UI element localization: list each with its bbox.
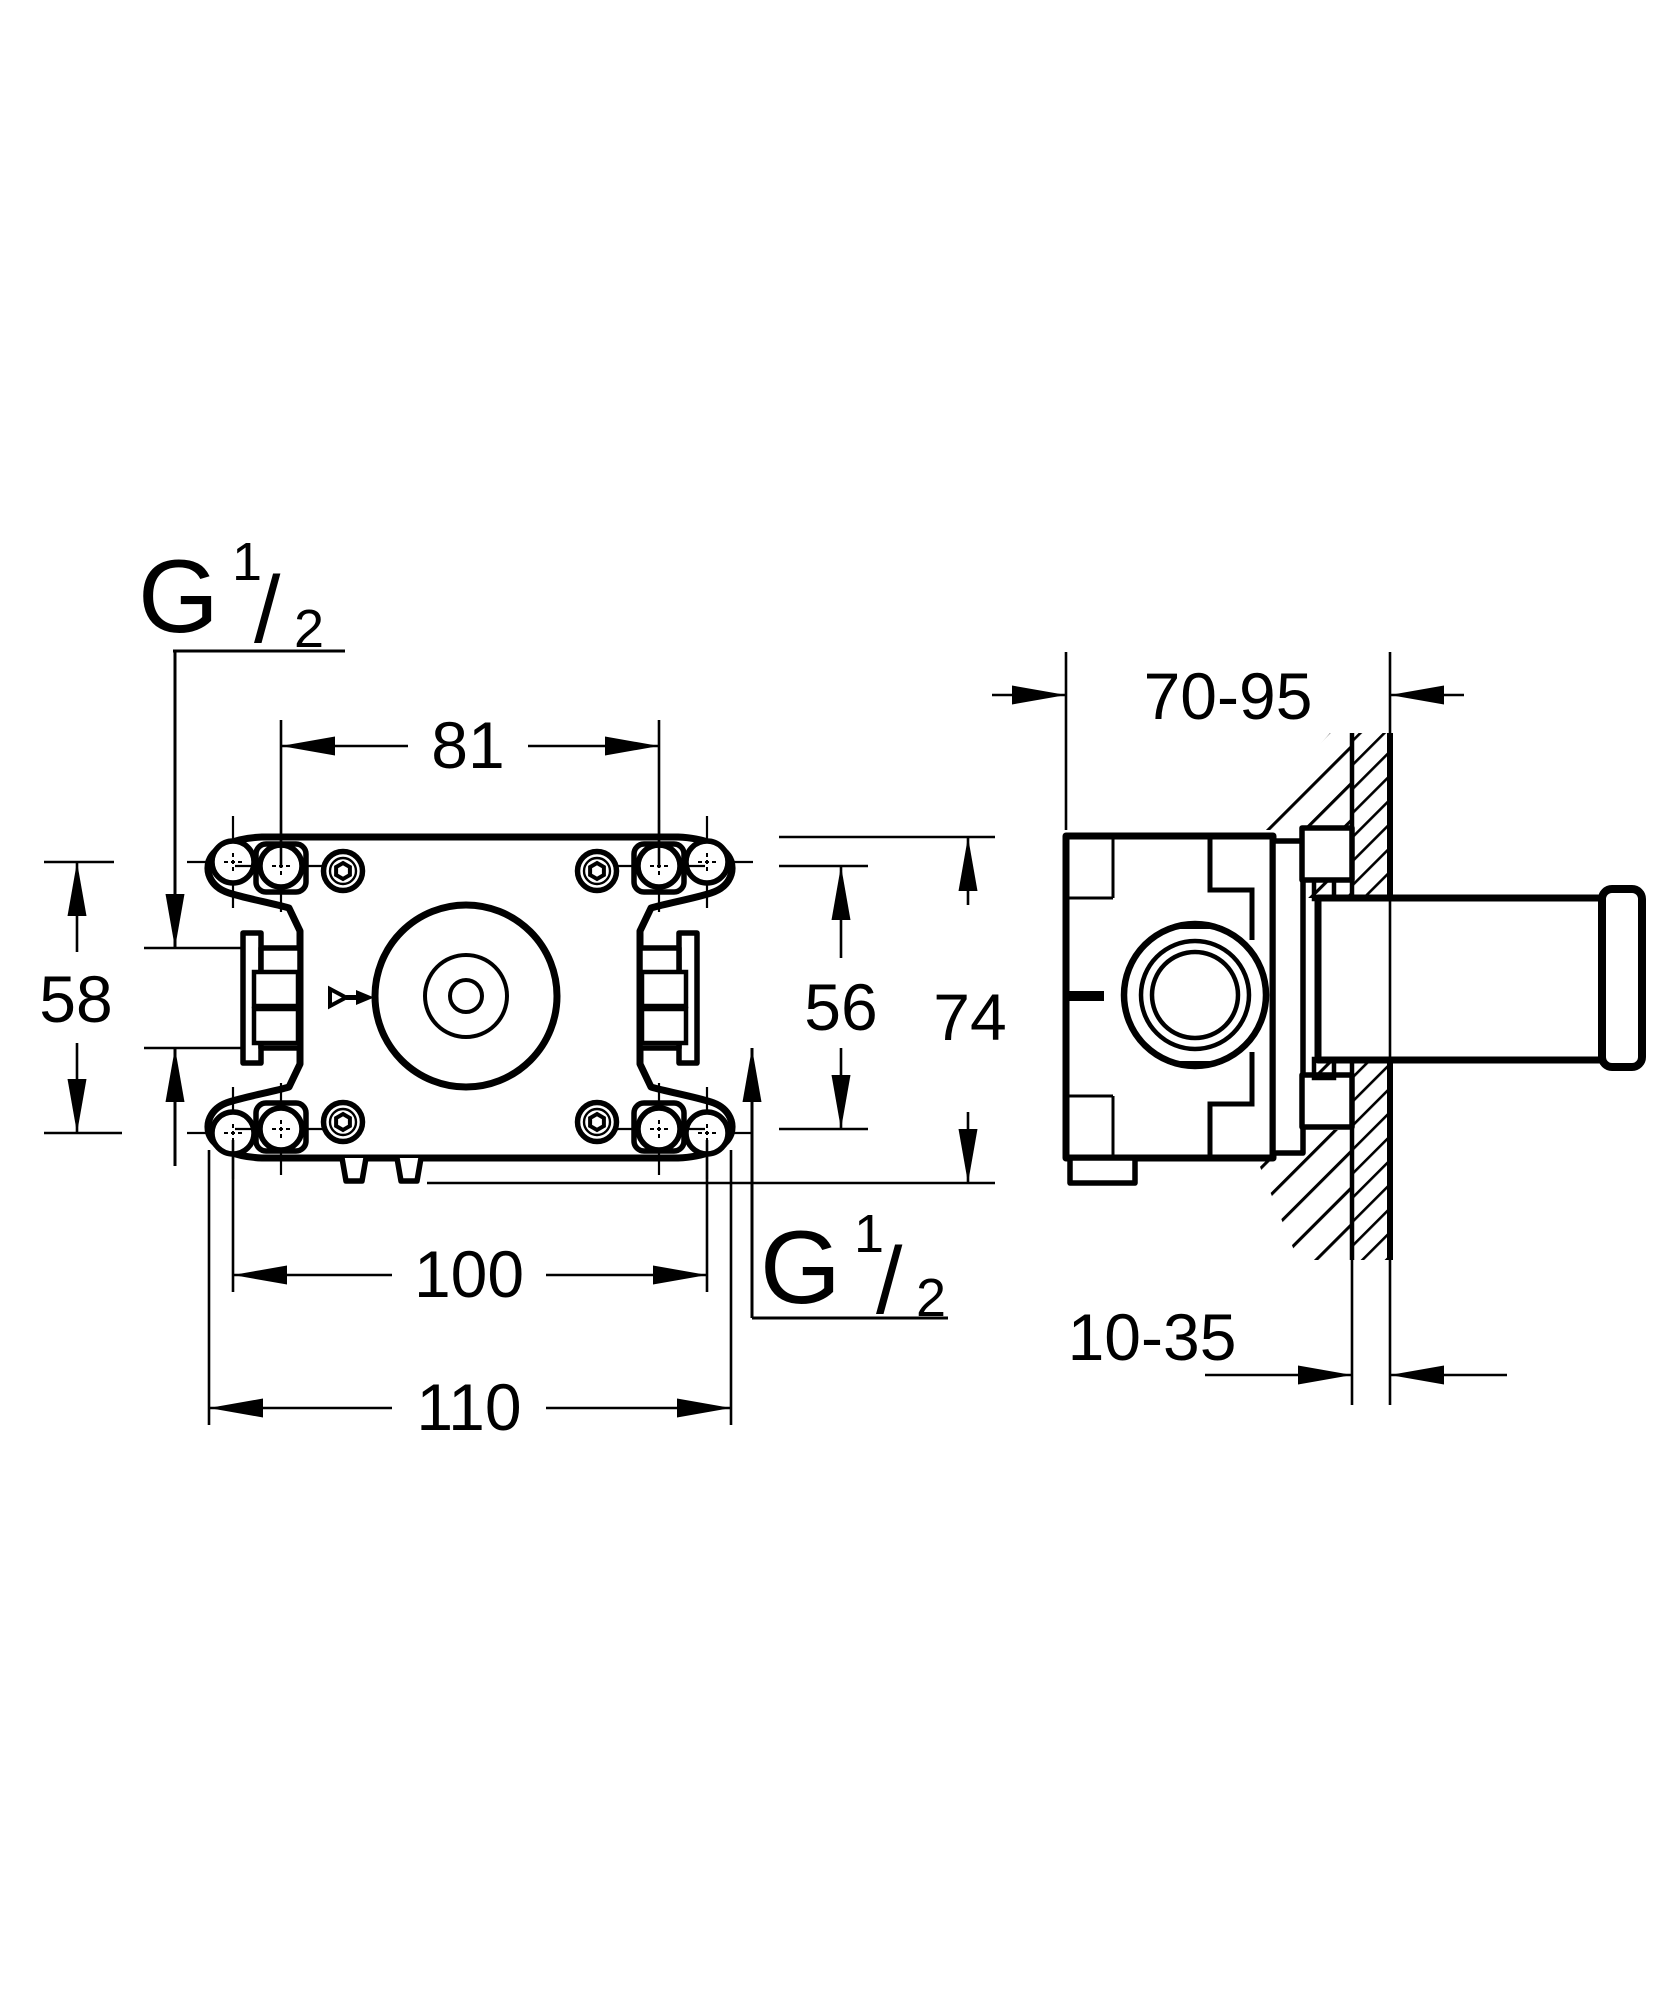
thread-slash: /: [876, 1228, 903, 1334]
side-port-stub: [1066, 991, 1104, 1001]
thread-g: G: [760, 1210, 841, 1326]
thread-numerator: 1: [232, 532, 262, 592]
dim-70-95-label: 70-95: [1144, 659, 1313, 733]
valve-cartridge-front: [371, 901, 561, 1091]
thread-numerator: 1: [854, 1204, 884, 1264]
thread-label-top-left: G 1 / 2: [138, 532, 345, 1166]
dim-58: 58: [39, 860, 122, 1135]
hex-screw-icon: [324, 1103, 363, 1142]
thread-g: G: [138, 539, 219, 655]
wall-section-hatch: [1245, 733, 1390, 1260]
thread-label-bottom-right: G 1 / 2: [742, 1048, 948, 1334]
inlet-fitting-left: [240, 930, 303, 1066]
dim-110: 110: [207, 1150, 733, 1444]
dim-81-label: 81: [431, 708, 504, 782]
inlet-fitting-right: [637, 930, 700, 1066]
wall-collar: [1299, 825, 1355, 883]
body-foot: [1067, 1155, 1138, 1186]
dim-depth-70-95: 70-95: [992, 652, 1464, 830]
bottom-tab: [394, 1157, 424, 1184]
valve-body-side: [1062, 825, 1355, 1186]
wall-surface-lines: [1349, 652, 1393, 1405]
wall-collar: [1299, 1072, 1355, 1130]
dim-58-label: 58: [39, 962, 112, 1036]
outlet-spout: [1314, 885, 1646, 1071]
side-view: 70-95 10-35: [992, 652, 1646, 1405]
hex-screw-icon: [578, 1103, 617, 1142]
bottom-tab: [339, 1157, 369, 1184]
hex-screw-icon: [578, 852, 617, 891]
hex-screw-icon: [324, 852, 363, 891]
dim-110-label: 110: [416, 1370, 521, 1444]
wall-flange-plate: [1270, 838, 1306, 1156]
dim-74-label: 74: [933, 980, 1006, 1054]
flow-direction-icon: [328, 985, 374, 1010]
dim-56-label: 56: [804, 970, 877, 1044]
dim-10-35-label: 10-35: [1068, 1300, 1237, 1374]
dim-56: 56: [779, 864, 878, 1131]
finish-layer-hatch: [1352, 1062, 1390, 1260]
spout-end-cap: [1598, 885, 1646, 1071]
valve-cartridge-side: [1120, 920, 1270, 1070]
dim-100-label: 100: [414, 1237, 524, 1311]
front-view: 81 58 56 74: [39, 532, 1006, 1444]
thread-denominator: 2: [294, 599, 324, 659]
dim-81: 81: [279, 708, 661, 868]
dim-100: 100: [231, 1140, 709, 1311]
dim-74: 74: [427, 835, 1007, 1185]
thread-slash: /: [254, 557, 281, 663]
dim-wall-10-35: 10-35: [1068, 1300, 1507, 1385]
finish-layer-hatch: [1352, 733, 1390, 897]
